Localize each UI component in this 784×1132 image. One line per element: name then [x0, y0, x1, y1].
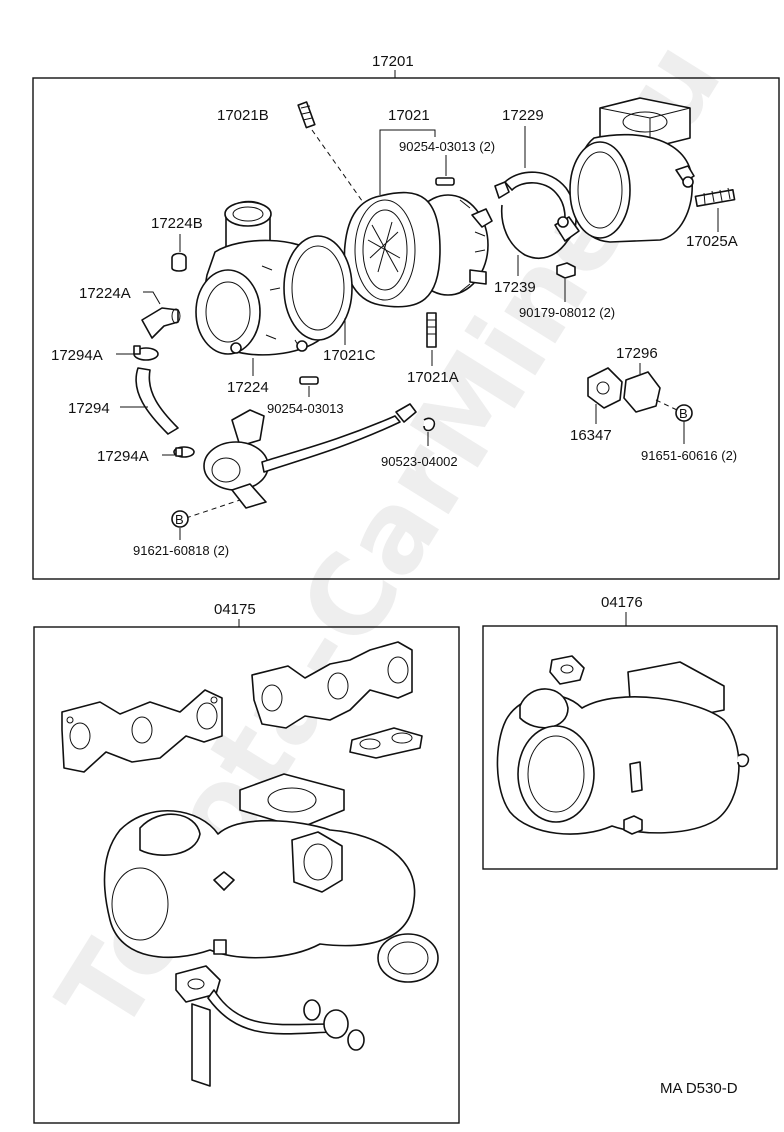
figure-code: MA D530-D — [660, 1080, 738, 1097]
kit-04176-frame — [482, 625, 778, 870]
label-91651-60616-2: 91651-60616 (2) — [641, 448, 737, 463]
label-17224B: 17224B — [151, 215, 203, 232]
label-17294A-top: 17294A — [51, 347, 103, 364]
dash-line-callout-B-left — [185, 499, 241, 519]
label-17021A: 17021A — [407, 369, 459, 386]
label-17229: 17229 — [502, 107, 544, 124]
pin-90254-03013-top — [435, 177, 455, 186]
turbo-outline-04176 — [496, 655, 750, 835]
turbine-housing — [569, 97, 695, 243]
exhaust-manifold-gasket-right — [251, 641, 413, 729]
label-90179-08012-2: 90179-08012 (2) — [519, 305, 615, 320]
stud-17021B — [297, 101, 316, 129]
turbo-outline-04175 — [103, 810, 416, 959]
turbo-assembly-frame — [32, 77, 780, 580]
stud-17025A — [694, 187, 736, 208]
hose-clamp-17294A-top — [133, 345, 159, 361]
label-kit-04175: 04175 — [214, 601, 256, 618]
cover-plate-17296 — [623, 371, 661, 413]
exhaust-manifold-gasket-left — [61, 689, 223, 773]
dash-line-17021B — [311, 129, 366, 206]
label-17239: 17239 — [494, 279, 536, 296]
hose-clamp-17294A-bottom — [173, 446, 195, 458]
callout-B-right-letter: B — [679, 406, 688, 421]
callout-B-left — [171, 510, 189, 528]
gasket-16347 — [587, 367, 623, 409]
label-17294: 17294 — [68, 400, 110, 417]
label-assembly-17201: 17201 — [372, 53, 414, 70]
oil-line-04175 — [175, 965, 365, 1087]
label-90523-04002: 90523-04002 — [381, 454, 458, 469]
label-91621-60818-2: 91621-60818 (2) — [133, 543, 229, 558]
label-90254-03013-2: 90254-03013 (2) — [399, 139, 495, 154]
kit-04175-frame — [33, 626, 460, 1124]
label-17224A: 17224A — [79, 285, 131, 302]
callout-B-left-letter: B — [175, 512, 184, 527]
label-kit-04176: 04176 — [601, 594, 643, 611]
pin-90254-03013-bottom — [299, 376, 319, 385]
clip-90523-04002 — [423, 417, 436, 432]
v-band-clamp-17229 — [494, 171, 580, 259]
label-90254-03013: 90254-03013 — [267, 401, 344, 416]
flange-gasket-square — [239, 773, 345, 829]
label-17296: 17296 — [616, 345, 658, 362]
snap-ring-17021C — [283, 235, 353, 341]
dash-line-callout-B-right — [655, 399, 678, 411]
ring-gasket-04175 — [377, 933, 439, 983]
label-16347: 16347 — [570, 427, 612, 444]
label-17021C: 17021C — [323, 347, 376, 364]
nut-90179-08012 — [556, 262, 576, 279]
oil-hose-17294 — [135, 367, 179, 435]
wastegate-actuator — [203, 403, 417, 509]
center-housing-17021 — [343, 191, 493, 308]
small-gasket-04175 — [349, 727, 423, 759]
stud-17021A — [426, 312, 437, 348]
label-17294A-bottom: 17294A — [97, 448, 149, 465]
plug-17224B — [171, 252, 187, 272]
leader-17021 — [379, 129, 436, 195]
label-17224: 17224 — [227, 379, 269, 396]
elbow-17224A — [141, 307, 181, 339]
label-17025A: 17025A — [686, 233, 738, 250]
label-17021B: 17021B — [217, 107, 269, 124]
label-17021: 17021 — [388, 107, 430, 124]
leader-17224A — [143, 291, 161, 305]
